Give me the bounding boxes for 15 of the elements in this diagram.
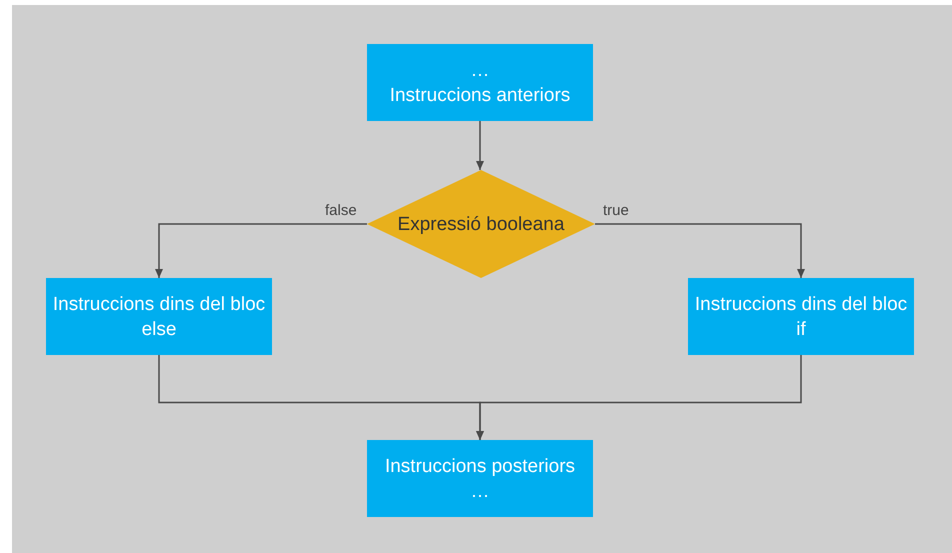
- step-text: Instruccions anteriors: [388, 84, 572, 108]
- arrow: [476, 355, 802, 440]
- process-box: [367, 44, 593, 121]
- step-text: …: [470, 480, 490, 504]
- arrow: [476, 121, 484, 170]
- step-text: …: [470, 58, 490, 82]
- process-box: [46, 278, 272, 355]
- step-text: Instruccions dins del bloc if: [694, 292, 908, 342]
- step-text: Instruccions posteriors: [384, 454, 576, 478]
- arrow: [155, 223, 367, 278]
- process-box: [367, 440, 593, 517]
- step-text: Instruccions dins del bloc else: [52, 292, 266, 342]
- condition-text: Expressió booleana: [396, 212, 566, 236]
- process-box: [688, 278, 914, 355]
- arrow: [595, 223, 805, 278]
